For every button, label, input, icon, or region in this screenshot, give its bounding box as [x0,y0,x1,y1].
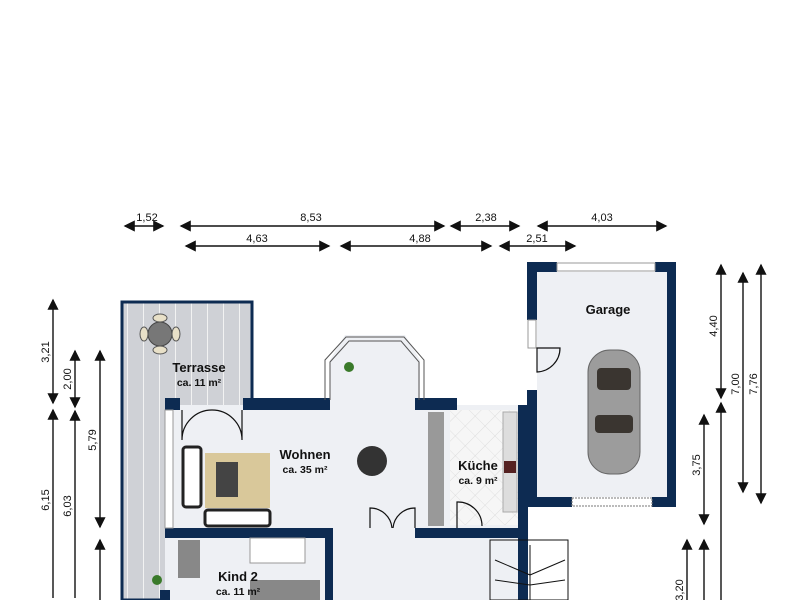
car-icon [587,349,641,475]
bay-window [324,336,425,400]
terrace-table-icon [139,313,181,355]
dim-label: 7,76 [748,373,760,394]
room-name-terrasse: Terrasse [172,360,225,375]
garage-window [556,262,656,272]
dimension-lines-left [47,298,106,600]
garage-side-window [527,319,537,349]
dim-label: 5,79 [87,429,99,450]
room-area-wohnen: ca. 35 m² [283,464,328,476]
plant-icon [344,362,354,372]
room-name-garage: Garage [586,302,631,317]
doors [181,347,561,529]
living-furniture [152,362,518,600]
dimension-lines-top [123,220,668,252]
walls [160,262,676,600]
dim-label: 2,00 [62,368,74,389]
dim-label: 7,00 [730,373,742,394]
dim-label: 4,63 [246,233,267,245]
dim-label: 4,40 [708,315,720,336]
living-window [164,409,174,529]
dim-label: 6,03 [62,495,74,516]
room-area-terrasse: ca. 11 m² [177,377,222,389]
dim-label: 8,53 [300,212,321,224]
stove-icon [504,461,516,473]
garage-door [571,497,653,507]
room-area-kueche: ca. 9 m² [458,475,498,487]
dim-label: 1,52 [136,212,157,224]
dimension-lines-right [681,263,767,600]
dim-label: 2,51 [526,233,547,245]
dim-label: 4,88 [409,233,430,245]
dim-label: 3,75 [691,454,703,475]
room-name-wohnen: Wohnen [279,447,330,462]
room-area-kind-2: ca. 11 m² [216,586,261,598]
dim-label: 2,38 [475,212,496,224]
room-name-kind-2: Kind 2 [218,569,258,584]
dim-label: 6,15 [40,489,52,510]
dim-label: 3,20 [674,579,686,600]
dim-label: 4,03 [591,212,612,224]
dim-label: 3,21 [40,341,52,362]
staircase [489,539,569,600]
room-name-kueche: Küche [458,458,498,473]
dining-table-icon [357,446,387,476]
plant-icon [152,575,162,585]
